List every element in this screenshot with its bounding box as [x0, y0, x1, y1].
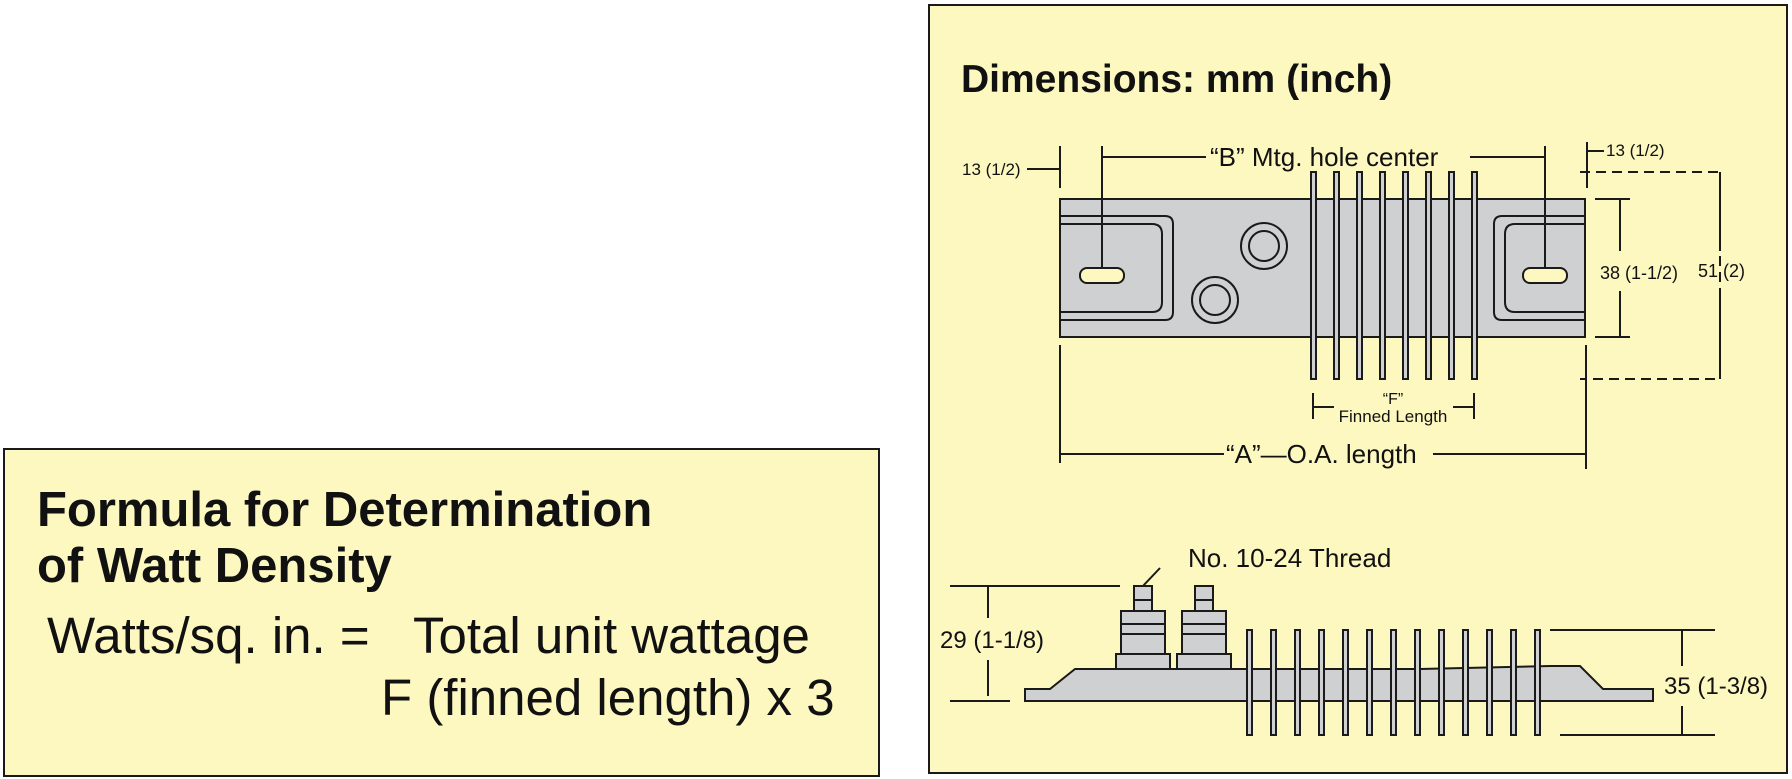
fin — [1356, 171, 1363, 380]
terminal-lower-inner — [1199, 284, 1231, 316]
side-dimension-lines — [950, 567, 1715, 736]
fin-envelope-outline — [1580, 171, 1721, 380]
top-fins — [1310, 171, 1478, 380]
height-35-label: 35 (1-3/8) — [1664, 673, 1768, 700]
fin — [1294, 629, 1301, 736]
terminal-upper-inner — [1248, 230, 1280, 262]
f-label-line1: “F” — [1383, 391, 1403, 408]
top-dimension-lines — [1027, 142, 1721, 469]
right-pocket-inner — [1504, 223, 1585, 313]
right-pocket-outer — [1493, 215, 1585, 321]
dimensions-title: Dimensions: mm (inch) — [961, 58, 1392, 101]
right-end-label: 13 (1/2) — [1606, 141, 1665, 160]
fin — [1333, 171, 1340, 380]
fin — [1379, 171, 1386, 380]
formula-denominator: F (finned length) x 3 — [381, 669, 835, 726]
terminal-post-right — [1176, 585, 1232, 670]
fin — [1366, 629, 1373, 736]
top-view — [1059, 171, 1721, 380]
formula-panel: Formula for Determination of Watt Densit… — [3, 448, 880, 777]
left-pocket-inner — [1060, 223, 1163, 313]
formula-lhs: Watts/sq. in. = — [47, 607, 370, 664]
thread-label: No. 10-24 Thread — [1188, 543, 1391, 573]
post-base — [1176, 653, 1232, 670]
left-pocket-outer — [1060, 215, 1174, 321]
formula-title: Formula for Determination of Watt Densit… — [37, 482, 652, 594]
post-body — [1181, 610, 1227, 655]
side-view — [1024, 585, 1654, 736]
formula-title-line1: Formula for Determination — [37, 483, 653, 537]
post-stud — [1133, 585, 1153, 612]
left-mounting-slot — [1079, 267, 1125, 284]
b-mtg-hole-label: “B” Mtg. hole center — [1210, 142, 1439, 172]
f-label-line2: Finned Length — [1339, 407, 1448, 426]
left-end-label: 13 (1/2) — [962, 160, 1021, 179]
fin — [1534, 629, 1541, 736]
side-fins — [1246, 629, 1541, 736]
height-51-label: 51 (2) — [1698, 261, 1745, 281]
post-base — [1115, 653, 1171, 670]
fin — [1270, 629, 1277, 736]
dimension-drawing: Dimensions: mm (inch) — [940, 58, 1768, 736]
fin — [1486, 629, 1493, 736]
post-body — [1120, 610, 1166, 655]
fin — [1425, 171, 1432, 380]
height-38-label: 38 (1-1/2) — [1600, 263, 1678, 283]
fin — [1318, 629, 1325, 736]
fin — [1246, 629, 1253, 736]
fin — [1448, 171, 1455, 380]
thread-leader — [1142, 567, 1161, 587]
formula-title-line2: of Watt Density — [37, 539, 392, 593]
dimensions-panel: Dimensions: mm (inch) — [928, 4, 1788, 774]
fin — [1310, 171, 1317, 380]
fin — [1402, 171, 1409, 380]
post-stud — [1194, 585, 1214, 612]
fin — [1414, 629, 1421, 736]
side-base-profile — [1024, 665, 1654, 702]
height-29-label: 29 (1-1/8) — [940, 627, 1044, 654]
fin — [1462, 629, 1469, 736]
right-mounting-slot — [1522, 267, 1568, 284]
fin — [1471, 171, 1478, 380]
heater-body — [1059, 198, 1586, 338]
fin — [1438, 629, 1445, 736]
a-length-label: “A”—O.A. length — [1226, 439, 1417, 469]
fin — [1510, 629, 1517, 736]
terminal-post-left — [1115, 585, 1171, 670]
formula-numerator: Total unit wattage — [413, 607, 810, 664]
fin — [1390, 629, 1397, 736]
fin — [1342, 629, 1349, 736]
